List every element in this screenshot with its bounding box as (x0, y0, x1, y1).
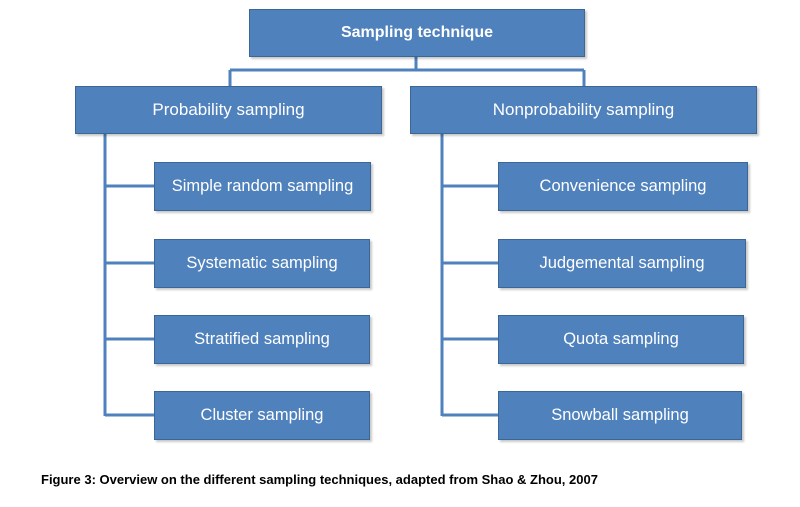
method-systematic-sampling: Systematic sampling (154, 239, 370, 288)
method-quota-sampling: Quota sampling (498, 315, 744, 364)
method-snowball-sampling: Snowball sampling (498, 391, 742, 440)
method-judgemental-sampling: Judgemental sampling (498, 239, 746, 288)
method-simple-random-sampling: Simple random sampling (154, 162, 371, 211)
method-convenience-sampling: Convenience sampling (498, 162, 748, 211)
figure-caption: Figure 3: Overview on the different samp… (41, 472, 598, 487)
category-nonprobability-sampling: Nonprobability sampling (410, 86, 757, 134)
method-stratified-sampling: Stratified sampling (154, 315, 370, 364)
root-node: Sampling technique (249, 9, 585, 57)
method-cluster-sampling: Cluster sampling (154, 391, 370, 440)
category-probability-sampling: Probability sampling (75, 86, 382, 134)
